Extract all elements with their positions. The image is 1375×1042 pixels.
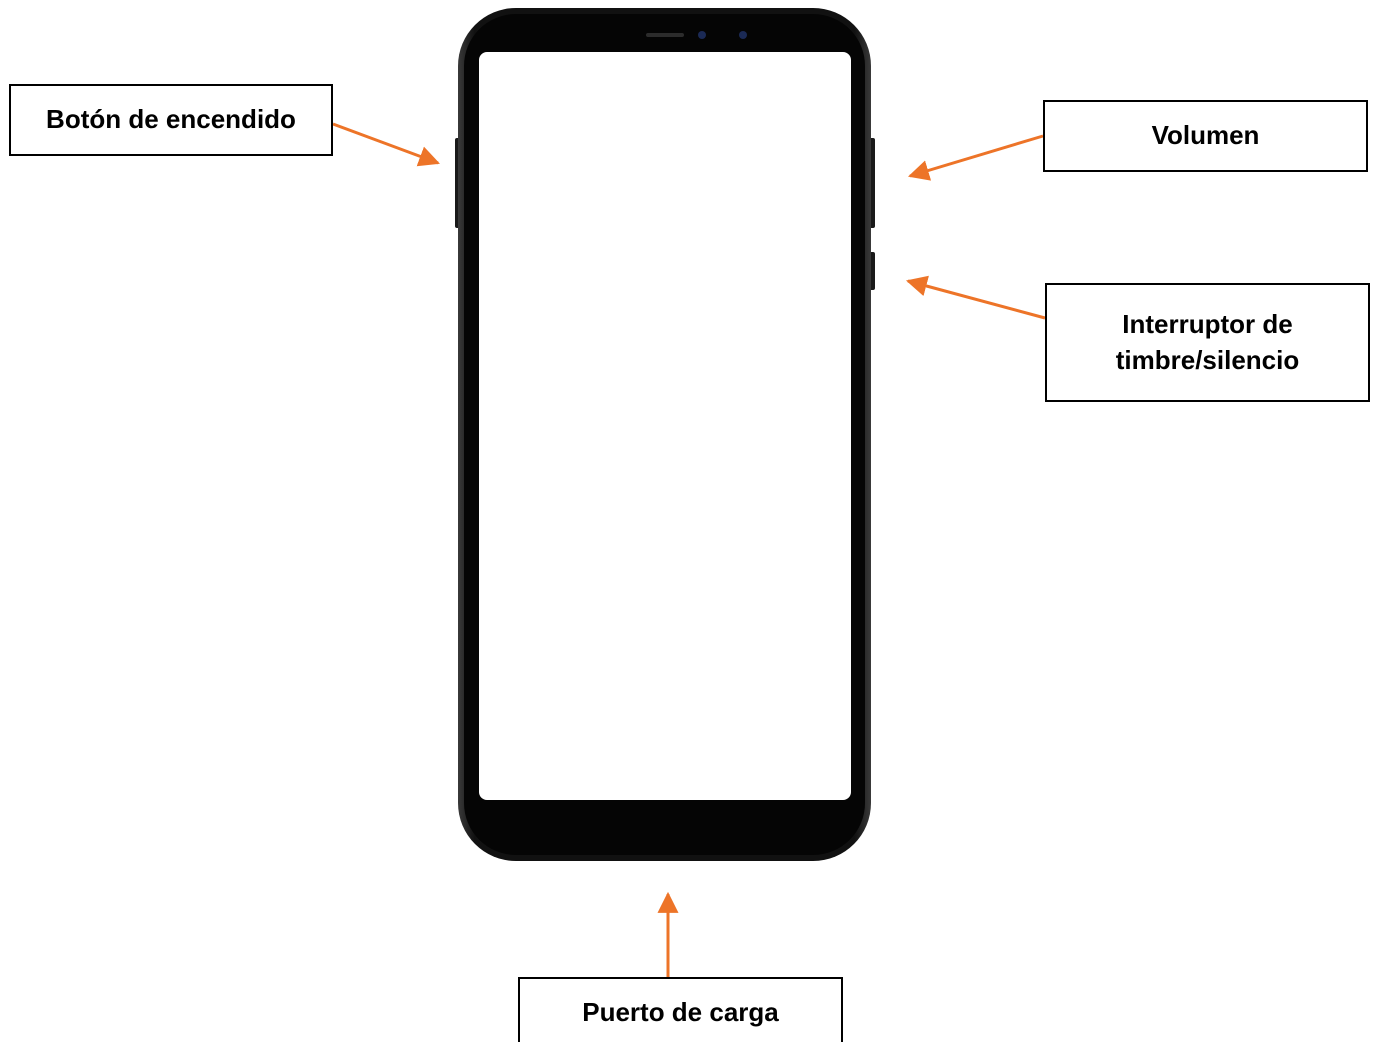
charging-port-label: Puerto de carga bbox=[582, 997, 779, 1028]
charging-port-label-box: Puerto de carga bbox=[518, 977, 843, 1042]
sensor-icon bbox=[739, 31, 747, 39]
ring-silent-switch-label-line2: timbre/silencio bbox=[1115, 344, 1300, 375]
ring-silent-switch-label-box: Interruptor de timbre/silencio bbox=[1045, 283, 1370, 402]
volume-label: Volumen bbox=[1151, 120, 1260, 151]
volume-arrow bbox=[907, 134, 1044, 181]
power-button-label: Botón de encendido bbox=[46, 104, 296, 135]
power-arrow bbox=[332, 122, 440, 167]
power-button-label-box: Botón de encendido bbox=[9, 84, 333, 156]
front-camera-icon bbox=[698, 31, 706, 39]
earpiece-speaker bbox=[646, 33, 684, 37]
volume-label-box: Volumen bbox=[1043, 100, 1368, 172]
ring-silent-switch-label-line1: Interruptor de bbox=[1122, 309, 1293, 340]
mute-switch-arrow bbox=[905, 275, 1046, 320]
phone-screen bbox=[479, 52, 851, 800]
